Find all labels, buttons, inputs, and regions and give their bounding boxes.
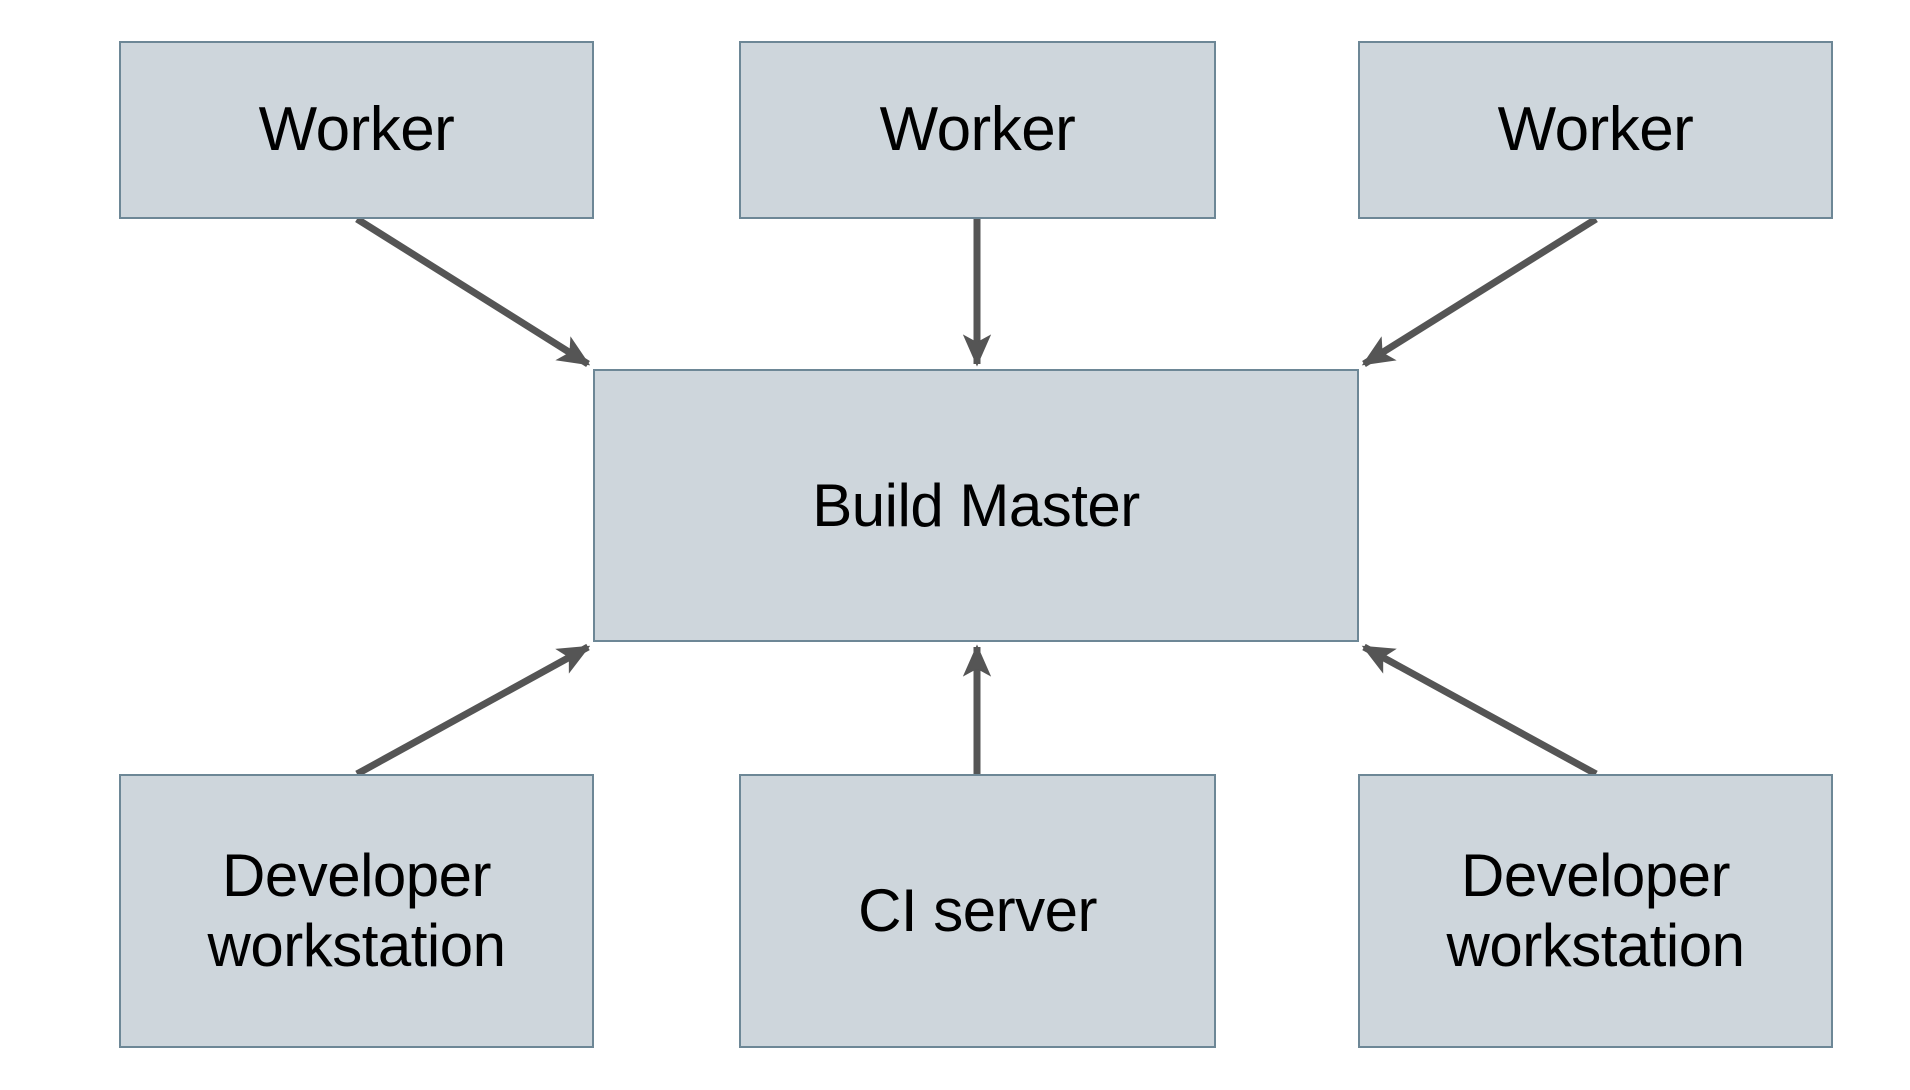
edge-dev-workstation-1-to-build-master	[355, 643, 591, 778]
node-worker-2[interactable]: Worker	[739, 41, 1216, 219]
node-worker-2-label: Worker	[879, 95, 1076, 165]
node-worker-1-label: Worker	[258, 95, 455, 165]
node-worker-1[interactable]: Worker	[119, 41, 594, 219]
node-build-master[interactable]: Build Master	[593, 369, 1359, 642]
edge-worker-1-to-build-master	[355, 216, 591, 367]
node-ci-server-label: CI server	[858, 877, 1097, 945]
edge-worker-3-to-build-master	[1361, 216, 1598, 367]
node-ci-server[interactable]: CI server	[739, 774, 1216, 1048]
node-worker-3-label: Worker	[1497, 95, 1694, 165]
node-dev-workstation-1-label: Developer workstation	[207, 842, 506, 979]
node-worker-3[interactable]: Worker	[1358, 41, 1833, 219]
edge-dev-workstation-2-to-build-master	[1361, 643, 1598, 778]
node-dev-workstation-2[interactable]: Developer workstation	[1358, 774, 1833, 1048]
node-build-master-label: Build Master	[812, 471, 1140, 539]
node-dev-workstation-1[interactable]: Developer workstation	[119, 774, 594, 1048]
node-dev-workstation-2-label: Developer workstation	[1446, 842, 1745, 979]
